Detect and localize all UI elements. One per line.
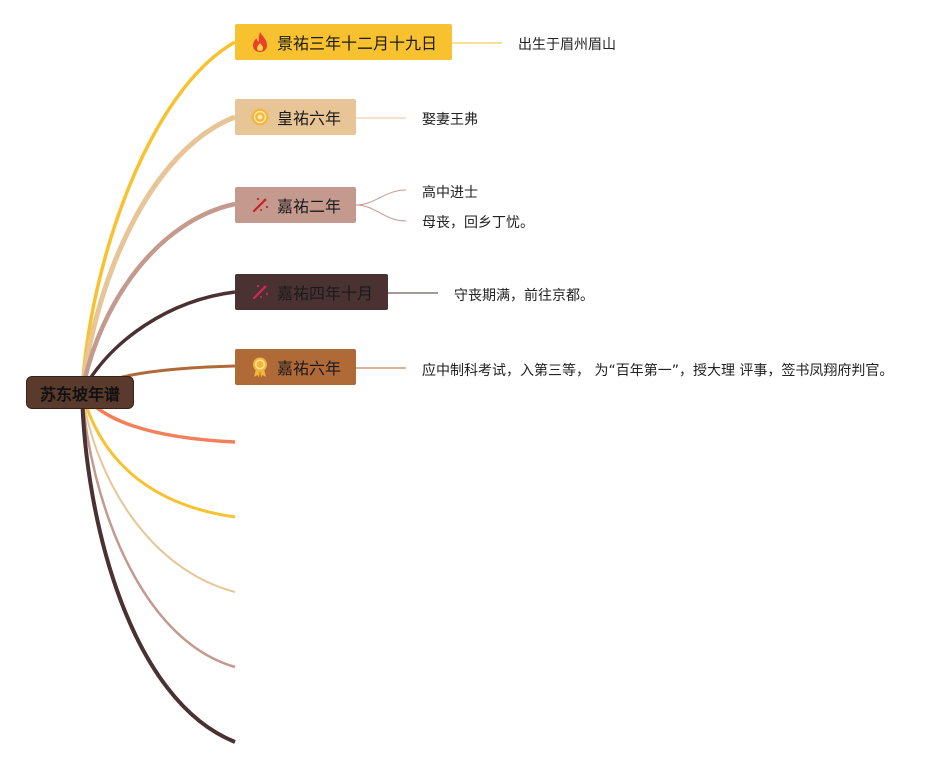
node-label: 皇祐六年 bbox=[277, 109, 342, 128]
node-jiayou-2[interactable]: 嘉祐二年 bbox=[235, 187, 356, 223]
leaf-text: 母丧，回乡丁忧。 bbox=[422, 215, 534, 231]
sparkle-wand-icon bbox=[249, 281, 271, 303]
node-label: 嘉祐六年 bbox=[277, 359, 342, 378]
leaf-connector-3b bbox=[355, 204, 407, 222]
node-huangyou-6[interactable]: 皇祐六年 bbox=[235, 99, 356, 135]
node-jingyou-3[interactable]: 景祐三年十二月十九日 bbox=[235, 24, 452, 60]
node-label: 嘉祐四年十月 bbox=[277, 284, 374, 303]
branch-line-4 bbox=[80, 290, 236, 393]
leaf-connector-3a bbox=[355, 189, 407, 206]
leaf-text: 娶妻王弗 bbox=[422, 112, 478, 128]
root-node[interactable]: 苏东坡年谱 bbox=[26, 376, 134, 409]
node-jiayou-4[interactable]: 嘉祐四年十月 bbox=[235, 274, 388, 310]
node-jiayou-6[interactable]: 嘉祐六年 bbox=[235, 349, 356, 385]
branch-line-empty-2 bbox=[80, 391, 236, 519]
node-label: 嘉祐二年 bbox=[277, 197, 342, 216]
branch-line-3 bbox=[79, 201, 236, 393]
medal-icon bbox=[249, 106, 271, 128]
fire-icon bbox=[249, 31, 271, 53]
node-label: 景祐三年十二月十九日 bbox=[277, 34, 438, 53]
branch-line-empty-3 bbox=[81, 391, 236, 593]
branch-line-empty-4 bbox=[80, 391, 236, 669]
sparkle-wand-icon bbox=[249, 194, 271, 216]
root-label: 苏东坡年谱 bbox=[39, 384, 120, 404]
branch-line-2 bbox=[79, 114, 236, 393]
leaf-text: 出生于眉州眉山 bbox=[518, 37, 616, 53]
leaf-text: 高中进士 bbox=[422, 185, 478, 201]
branch-line-empty-5 bbox=[80, 391, 236, 744]
leaf-text: 守丧期满，前往京都。 bbox=[454, 288, 594, 304]
branch-line-1 bbox=[80, 40, 236, 393]
leaf-text: 应中制科考试，入第三等， 为“百年第一”，授大理 评事，签书凤翔府判官。 bbox=[422, 363, 894, 379]
award-ribbon-icon bbox=[249, 356, 271, 378]
